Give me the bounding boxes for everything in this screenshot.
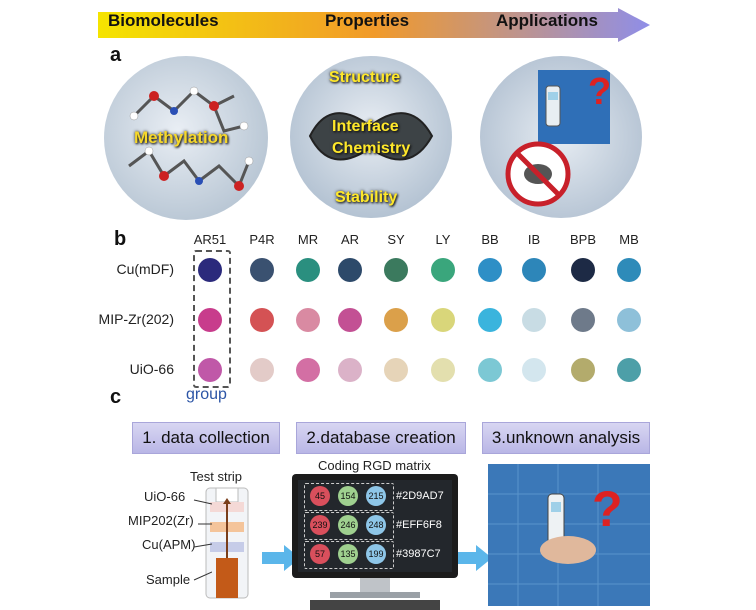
color-dot [338, 308, 362, 332]
methylation-circle: Methylation [104, 56, 268, 220]
structure-label: Structure [329, 69, 401, 86]
color-dot [338, 258, 362, 282]
column-header-bpb: BPB [569, 232, 596, 247]
color-dot [296, 258, 320, 282]
strip-label-cuapm: Cu(APM) [142, 537, 196, 552]
matrix-value: 154 [338, 486, 358, 506]
molecule-illustration [128, 86, 254, 191]
arrow-right-1 [262, 545, 300, 571]
column-header-bb: BB [481, 232, 499, 247]
svg-text:?: ? [588, 71, 611, 113]
banner-biomolecules: Biomolecules [108, 11, 219, 30]
color-dot [384, 358, 408, 382]
properties-circle: Structure Interface Chemistry Stability [290, 56, 452, 218]
panel-label-a: a [110, 44, 122, 66]
methylation-label: Methylation [134, 128, 229, 147]
svg-text:?: ? [592, 481, 623, 537]
color-dot [571, 258, 595, 282]
row-header: MIP-Zr(202) [98, 311, 174, 327]
color-dot [617, 358, 641, 382]
row-header: UiO-66 [129, 361, 174, 377]
color-dot [384, 308, 408, 332]
test-strip-title: Test strip [190, 469, 243, 484]
color-dot [571, 358, 595, 382]
color-dot [250, 358, 274, 382]
color-dot [431, 308, 455, 332]
test-strip-illustration [205, 487, 249, 599]
arrow-right-2 [450, 545, 492, 571]
matrix-hex-code: #3987C7 [396, 548, 441, 560]
strip-label-uio66: UiO-66 [144, 489, 186, 504]
group-label: group [186, 386, 227, 403]
banner-properties: Properties [325, 11, 410, 30]
color-dot [522, 258, 546, 282]
matrix-hex-code: #EFF6F8 [396, 519, 442, 531]
color-dot [198, 358, 222, 382]
column-header-mr: MR [297, 232, 319, 247]
color-dot [522, 308, 546, 332]
mof-particle-illustration [308, 112, 434, 161]
matrix-value: 215 [366, 486, 386, 506]
step-data-collection: 1. data collection [132, 422, 280, 454]
row-header: Cu(mDF) [116, 261, 174, 277]
interface-label: Interface [332, 118, 399, 135]
color-dot [478, 258, 502, 282]
application-illustration: ? [505, 70, 611, 207]
color-dot [478, 308, 502, 332]
color-dot [296, 358, 320, 382]
matrix-row-box [304, 512, 394, 540]
matrix-row-box [304, 483, 394, 511]
application-photo: ? [488, 464, 650, 606]
color-dot [250, 258, 274, 282]
color-dot [198, 308, 222, 332]
column-header-mb: MB [619, 232, 639, 247]
color-dot [617, 308, 641, 332]
step-database-creation: 2.database creation [296, 422, 466, 454]
matrix-hex-code: #2D9AD7 [396, 490, 444, 502]
applications-circle: ? [480, 56, 642, 218]
progress-arrow-banner [98, 8, 650, 42]
color-dot [431, 258, 455, 282]
color-dot [296, 308, 320, 332]
strip-leader-lines [193, 499, 212, 581]
chemistry-label: Chemistry [332, 140, 411, 157]
column-header-ib: IB [527, 232, 541, 247]
group-box [193, 250, 231, 388]
color-dot [338, 358, 362, 382]
color-dot [617, 258, 641, 282]
column-header-ar: AR [340, 232, 360, 247]
panel-label-c: c [110, 386, 122, 408]
matrix-value: 57 [310, 544, 330, 564]
matrix-row-box [304, 541, 394, 569]
column-header-ly: LY [435, 232, 451, 247]
banner-applications: Applications [496, 11, 599, 30]
color-dot [384, 258, 408, 282]
color-dot [571, 308, 595, 332]
strip-label-mip202: MIP202(Zr) [128, 513, 194, 528]
color-dot [431, 358, 455, 382]
column-header-sy: SY [387, 232, 405, 247]
column-header-p4r: P4R [249, 232, 275, 247]
color-dot [478, 358, 502, 382]
matrix-value: 45 [310, 486, 330, 506]
stability-label: Stability [335, 189, 398, 206]
matrix-value: 199 [366, 544, 386, 564]
color-dot [198, 258, 222, 282]
color-dot [522, 358, 546, 382]
color-dot [250, 308, 274, 332]
matrix-title: Coding RGD matrix [318, 458, 431, 473]
panel-label-b: b [114, 228, 127, 250]
matrix-value: 135 [338, 544, 358, 564]
matrix-value: 239 [310, 515, 330, 535]
matrix-value: 248 [366, 515, 386, 535]
step-unknown-analysis: 3.unknown analysis [482, 422, 650, 454]
matrix-value: 246 [338, 515, 358, 535]
strip-label-sample: Sample [146, 572, 191, 587]
column-header-ar51: AR51 [193, 232, 227, 247]
